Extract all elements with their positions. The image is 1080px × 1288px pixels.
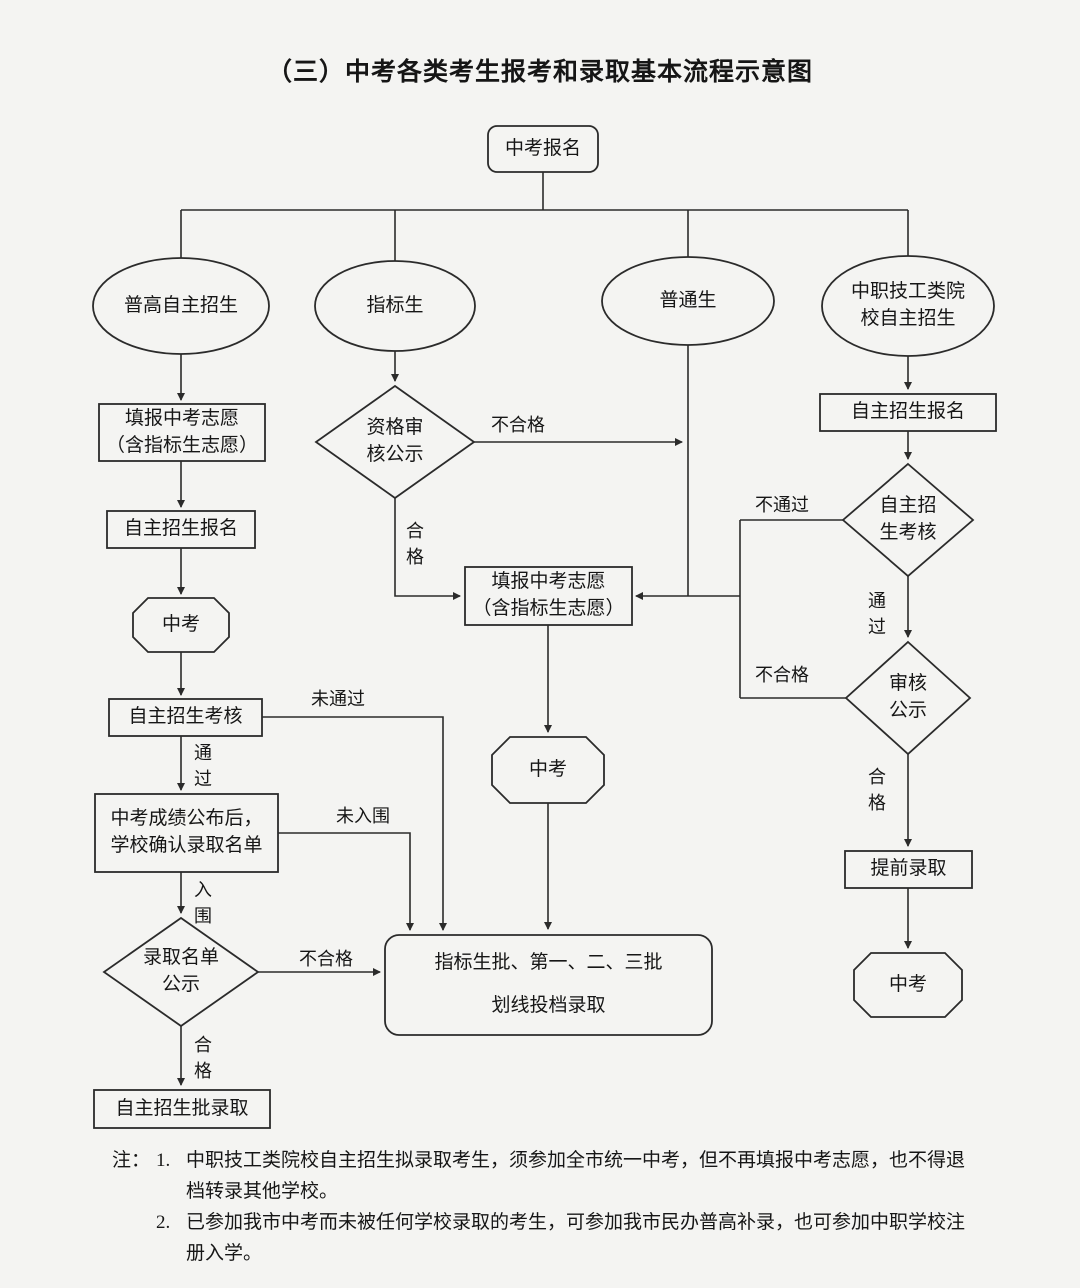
- node-p2-review: 资格审 核公示: [366, 417, 424, 465]
- branch-putong-shape: [601, 256, 775, 346]
- p1-publicity-shape: [102, 916, 260, 1028]
- p4-early-shape: [844, 850, 973, 889]
- p2-fill-shape: [464, 566, 633, 626]
- p4-exam-shape: [853, 952, 963, 1018]
- node-p4-exam: 中考: [888, 973, 927, 995]
- p1-admission-shape: [93, 1089, 271, 1129]
- p4-signup-shape: [819, 393, 997, 432]
- footnote-1: 注： 1. 中职技工类院校自主招生拟录取考生，须参加全市统一中考，但不再填报中考…: [112, 1146, 992, 1208]
- edge-label-p1-pass: 通 过: [194, 743, 212, 790]
- node-p1-exam: 中考: [161, 613, 200, 635]
- branch-pugao-shape: [92, 257, 270, 355]
- node-shapes: [92, 125, 997, 1129]
- edge-label-p1-shortlisted: 入 围: [194, 880, 212, 927]
- p4-review-shape: [844, 640, 972, 756]
- edge-label-p1-not-shortlisted: 未入围: [336, 806, 390, 826]
- node-branch-pugao: 普高自主招生: [123, 294, 238, 316]
- edge-label-p2-fail: 不合格: [491, 415, 545, 435]
- node-exam-registration: 中考报名: [504, 137, 581, 159]
- node-p4-assess: 自主招 生考核: [879, 495, 937, 543]
- node-branch-putong: 普通生: [659, 289, 717, 311]
- p1-signup-shape: [106, 510, 256, 549]
- node-p2-fill-wishes: 填报中考志愿 （含指标生志愿）: [472, 571, 625, 619]
- node-branch-zhongzhi: 中职技工类院 校自主招生: [850, 281, 965, 329]
- footnote-1-number: 1.: [156, 1150, 171, 1171]
- footnote-2-text: 已参加我市中考而未被任何学校录取的考生，可参加我市民办普高补录，也可参加中职学校…: [186, 1211, 966, 1264]
- p1-fill-shape: [98, 403, 266, 462]
- p4-assess-shape: [841, 462, 975, 578]
- node-branch-zhibiao: 指标生: [366, 294, 424, 316]
- batch-admission-shape: [384, 934, 713, 1036]
- node-p1-signup: 自主招生报名: [123, 518, 238, 540]
- edge-label-p1-not-pass: 未通过: [311, 689, 365, 709]
- edge-label-p1-pass2: 合 格: [194, 1035, 212, 1082]
- p1-confirm-shape: [94, 793, 279, 873]
- edge-label-p4-fail: 不合格: [755, 665, 809, 685]
- node-batch-admission: 指标生批、第一、二、三批 划线投档录取: [434, 952, 663, 1016]
- node-p1-publicity: 录取名单 公示: [142, 947, 219, 995]
- footnote-1-text: 中职技工类院校自主招生拟录取考生，须参加全市统一中考，但不再填报中考志愿，也不得…: [186, 1150, 966, 1202]
- node-p1-fill-wishes: 填报中考志愿 （含指标生志愿）: [105, 407, 258, 456]
- connector-lines: [177, 172, 912, 1086]
- start-node-shape: [487, 125, 599, 173]
- p1-exam-shape: [132, 597, 230, 653]
- node-p4-signup: 自主招生报名: [850, 401, 965, 423]
- p2-review-shape: [314, 384, 476, 500]
- edge-label-p4-pass: 通 过: [868, 591, 886, 638]
- p1-assess-shape: [108, 698, 263, 737]
- footnotes: 注： 1. 中职技工类院校自主招生拟录取考生，须参加全市统一中考，但不再填报中考…: [112, 1146, 992, 1270]
- node-p1-confirm-list: 中考成绩公布后， 学校确认录取名单: [110, 808, 263, 856]
- node-p1-assess: 自主招生考核: [128, 706, 243, 728]
- diagram-title: （三）中考各类考生报考和录取基本流程示意图: [266, 59, 813, 86]
- footnote-2-number: 2.: [156, 1211, 171, 1233]
- node-p1-admission: 自主招生批录取: [115, 1097, 249, 1119]
- edge-label-p2-pass: 合 格: [406, 521, 424, 568]
- edge-label-p4-not-pass: 不通过: [755, 495, 809, 515]
- edge-label-p1-fail: 不合格: [299, 949, 353, 969]
- node-p4-early-admission: 提前录取: [870, 858, 947, 880]
- node-p4-review: 审核 公示: [888, 673, 927, 721]
- branch-zhibiao-shape: [314, 260, 476, 352]
- branch-zhongzhi-shape: [821, 255, 995, 357]
- node-p2-exam: 中考: [528, 758, 567, 780]
- footnote-2: 2. 已参加我市中考而未被任何学校录取的考生，可参加我市民办普高补录，也可参加中…: [112, 1208, 992, 1270]
- edge-label-p4-pass2: 合 格: [868, 767, 886, 814]
- footnote-prefix: 注：: [112, 1150, 151, 1171]
- p2-exam-shape: [491, 736, 605, 804]
